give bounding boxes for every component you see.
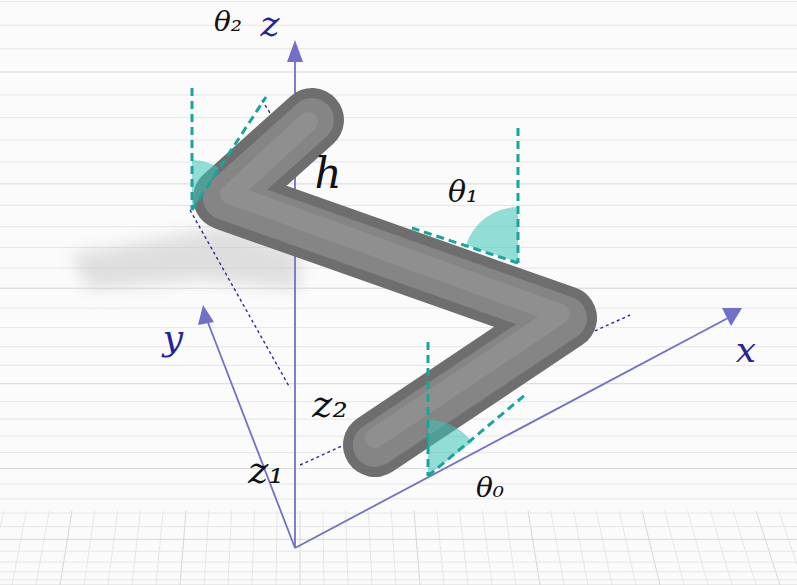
axis-label: y [163, 320, 183, 356]
angle-label: θ₁ [448, 177, 478, 207]
axes [198, 40, 742, 548]
coordinate-label: z₁ [248, 451, 283, 489]
angle-label: θ₀ [476, 474, 504, 502]
coordinate-label: z₂ [312, 385, 347, 423]
dimension-label: h [314, 153, 341, 195]
construction-lines [190, 100, 630, 465]
angle-markers [192, 88, 525, 476]
robot-arm [225, 120, 565, 445]
axis-label: z [261, 6, 280, 42]
axis-label: x [736, 332, 756, 368]
angle-label: θ₂ [214, 8, 242, 36]
